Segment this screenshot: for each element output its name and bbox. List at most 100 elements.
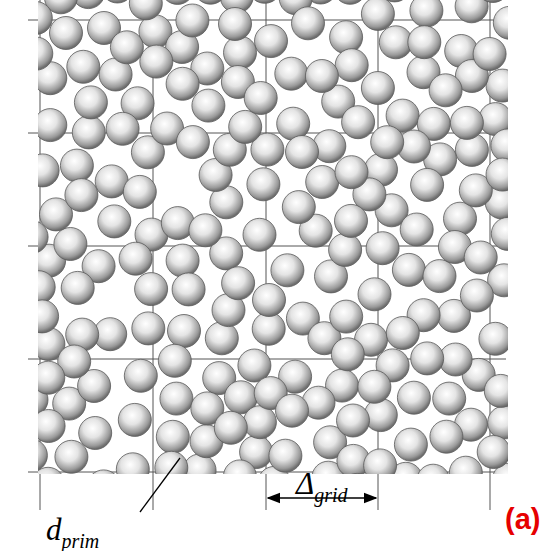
sphere xyxy=(38,37,53,70)
sphere xyxy=(255,25,288,58)
sphere xyxy=(79,417,112,450)
sphere xyxy=(38,410,65,443)
sphere xyxy=(286,136,319,169)
sphere xyxy=(358,370,391,403)
sphere xyxy=(335,49,368,82)
sphere xyxy=(253,284,286,317)
sphere xyxy=(361,0,394,30)
sphere xyxy=(124,359,157,392)
sphere xyxy=(335,204,368,237)
sphere xyxy=(364,449,397,474)
sphere xyxy=(54,228,87,261)
sphere xyxy=(477,436,508,469)
sphere xyxy=(329,233,362,266)
sphere xyxy=(166,67,199,100)
sphere xyxy=(330,21,363,54)
sphere xyxy=(65,179,98,212)
sphere xyxy=(386,317,419,350)
sphere xyxy=(132,312,165,345)
sphere xyxy=(334,0,367,4)
sphere xyxy=(205,322,238,355)
grid-lines xyxy=(28,0,506,510)
sphere xyxy=(243,218,276,251)
sphere xyxy=(244,82,277,115)
sphere xyxy=(101,0,134,3)
sphere xyxy=(166,244,199,277)
sphere xyxy=(98,205,131,238)
sphere xyxy=(455,0,488,23)
symbol-text: Δ xyxy=(296,466,314,501)
sphere xyxy=(38,221,48,254)
symbol-text: d xyxy=(46,512,62,547)
sphere xyxy=(282,191,315,224)
sphere xyxy=(392,253,425,286)
sphere xyxy=(214,411,247,444)
sphere xyxy=(423,260,456,293)
primary-particles xyxy=(38,0,508,474)
sphere xyxy=(110,31,143,64)
sphere xyxy=(476,0,508,3)
sphere xyxy=(493,6,508,39)
sphere xyxy=(306,166,339,199)
sphere xyxy=(417,464,450,474)
sphere xyxy=(38,2,52,35)
sphere xyxy=(460,279,493,312)
sphere xyxy=(464,241,497,274)
sphere xyxy=(486,69,508,102)
sphere xyxy=(429,74,462,107)
sphere xyxy=(87,470,120,474)
sphere xyxy=(271,254,304,287)
sphere xyxy=(364,399,397,432)
sphere xyxy=(129,0,162,20)
sphere xyxy=(486,158,508,191)
sphere xyxy=(189,214,222,247)
sphere xyxy=(116,453,149,474)
sphere xyxy=(292,7,325,40)
sphere xyxy=(276,394,309,427)
subscript-text: grid xyxy=(314,484,347,506)
sphere xyxy=(38,109,67,142)
sphere xyxy=(38,439,47,472)
sphere xyxy=(335,156,368,189)
sphere xyxy=(411,168,444,201)
sphere xyxy=(158,344,191,377)
sphere xyxy=(135,273,168,306)
sphere xyxy=(331,338,364,371)
sphere xyxy=(172,273,205,306)
sphere xyxy=(219,8,252,41)
sphere xyxy=(223,460,256,474)
sphere xyxy=(61,271,94,304)
sphere xyxy=(176,4,209,37)
grid-spacing-label: Δgrid xyxy=(296,468,348,499)
sphere xyxy=(160,382,193,415)
sphere xyxy=(444,202,477,235)
sphere xyxy=(156,420,189,453)
diameter-label: dprim xyxy=(46,514,99,545)
sphere xyxy=(491,129,508,162)
sphere xyxy=(194,0,227,4)
sphere xyxy=(330,300,363,333)
sphere xyxy=(72,116,105,149)
sphere xyxy=(192,89,225,122)
leader-line xyxy=(140,458,180,512)
sphere xyxy=(38,271,55,304)
sphere xyxy=(222,267,255,300)
sphere xyxy=(408,26,441,59)
sphere xyxy=(67,50,100,83)
sphere xyxy=(491,217,508,250)
sphere xyxy=(361,72,394,105)
sphere xyxy=(161,0,194,4)
sphere xyxy=(243,406,276,439)
sphere xyxy=(176,126,209,159)
sphere xyxy=(50,17,83,50)
sphere xyxy=(358,278,391,311)
sphere xyxy=(473,38,506,71)
sphere xyxy=(140,45,173,78)
sphere xyxy=(342,106,375,139)
sphere xyxy=(433,382,466,415)
sphere xyxy=(394,428,427,461)
sphere xyxy=(60,149,93,182)
subscript-text: prim xyxy=(62,530,100,551)
sphere xyxy=(397,381,430,414)
